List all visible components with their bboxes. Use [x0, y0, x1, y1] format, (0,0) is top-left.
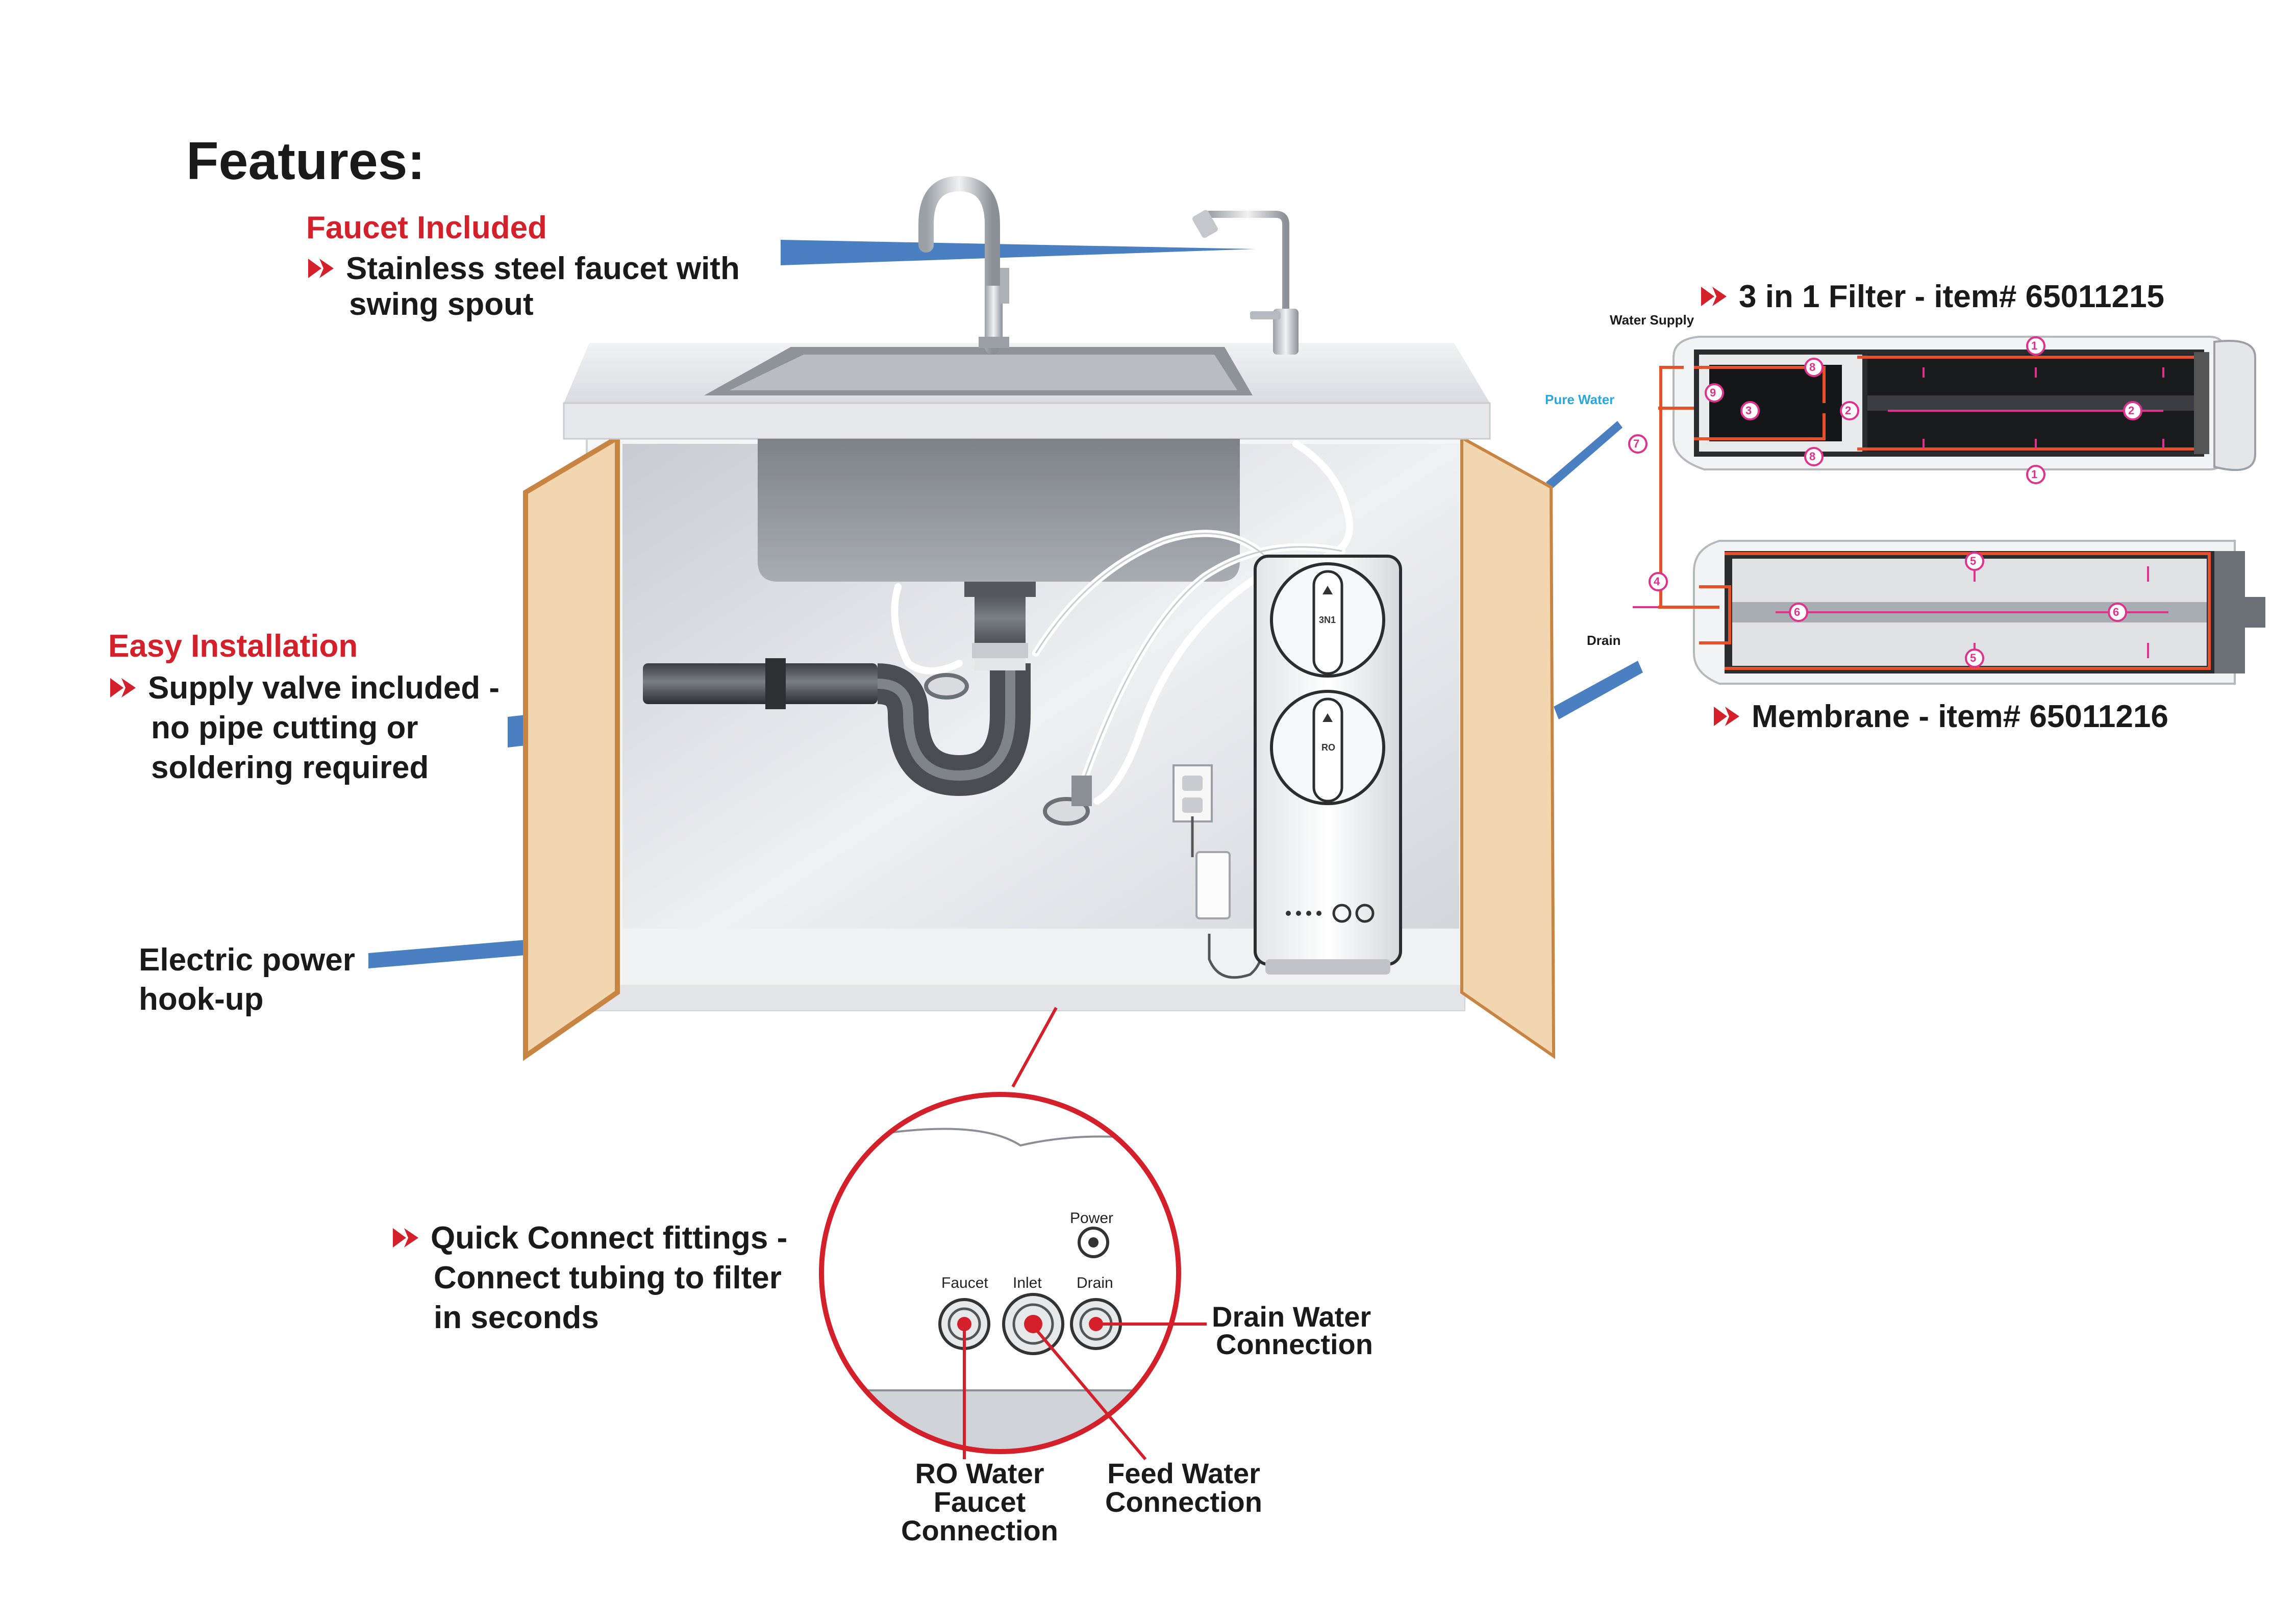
water-supply-label: Water Supply	[1610, 312, 1694, 328]
filter-label: 3 in 1 Filter - item# 65011215	[1699, 278, 2164, 315]
drain-port-label: Drain	[1077, 1275, 1113, 1291]
feed-water-line-1: Feed Water	[1107, 1457, 1260, 1489]
flow-number-1-top: 1	[2031, 339, 2038, 352]
power-line-2: hook-up	[139, 982, 264, 1017]
quick-connect-line-3: in seconds	[434, 1300, 599, 1335]
unit-ro-label: RO	[1321, 742, 1335, 753]
flow-number-8-top: 8	[1809, 361, 1816, 373]
drain-label: Drain	[1587, 633, 1621, 648]
quick-connect-line-2: Connect tubing to filter	[434, 1260, 782, 1295]
filter-pointer	[1546, 421, 1623, 489]
electrical-outlet	[1172, 764, 1213, 822]
flow-number-6-left: 6	[1794, 606, 1801, 618]
power-line-1: Electric power	[139, 942, 355, 978]
feed-water-callout: Feed Water Connection	[1087, 1459, 1281, 1516]
zoom-connector	[1011, 1007, 1058, 1088]
inlet-port-label: Inlet	[1013, 1275, 1042, 1291]
left-cabinet-door	[523, 433, 620, 1061]
drain-water-line-1: Drain Water	[1212, 1301, 1371, 1333]
flow-number-4: 4	[1654, 575, 1660, 588]
countertop	[563, 343, 1491, 440]
installation-heading: Easy Installation	[108, 629, 358, 664]
arrow-bullet-icon	[306, 256, 336, 281]
membrane-pointer	[1554, 661, 1643, 719]
faucet-line-2: swing spout	[349, 287, 534, 322]
quick-connect-line-1: Quick Connect fittings -	[391, 1219, 787, 1257]
faucet-line-1: Stainless steel faucet with	[306, 250, 740, 287]
page-title: Features:	[186, 132, 426, 191]
installation-line-1: Supply valve included -	[108, 669, 500, 707]
power-port-label: Power	[1070, 1210, 1114, 1227]
unit-3n1-label: 3N1	[1319, 615, 1336, 625]
flow-number-5-bottom: 5	[1970, 652, 1977, 664]
ro-unit	[1254, 555, 1402, 975]
arrow-bullet-icon	[1712, 704, 1741, 729]
installation-line-3: soldering required	[151, 750, 429, 785]
flow-number-2-left: 2	[1845, 404, 1852, 417]
feed-water-line-2: Connection	[1105, 1486, 1262, 1518]
flow-number-8-bottom: 8	[1809, 450, 1816, 463]
ro-faucet-line-1: RO Water	[915, 1457, 1044, 1489]
faucet-port-label: Faucet	[941, 1275, 988, 1291]
drain-water-line-2: Connection	[1216, 1328, 1373, 1360]
arrow-bullet-icon	[1699, 284, 1729, 309]
flow-number-5-top: 5	[1970, 555, 1977, 567]
faucet-heading: Faucet Included	[306, 210, 547, 245]
installation-line-2: no pipe cutting or	[151, 710, 418, 745]
filter-diagram	[1628, 336, 2256, 607]
sink-basin	[758, 439, 1240, 582]
membrane-diagram	[1633, 540, 2265, 685]
connection-detail-circle	[819, 1092, 1181, 1454]
drain-p-trap	[643, 582, 1036, 796]
membrane-label: Membrane - item# 65011216	[1712, 698, 2168, 735]
callout-leaders	[963, 1322, 1207, 1460]
right-cabinet-door	[1460, 435, 1556, 1059]
faucet-pointer	[781, 240, 1255, 265]
flow-number-1-bottom: 1	[2031, 468, 2038, 481]
ro-faucet	[1192, 210, 1299, 355]
flow-number-6-right: 6	[2113, 606, 2119, 618]
supply-valve	[924, 673, 1092, 826]
main-faucet	[918, 176, 1009, 355]
ro-faucet-line-3: Connection	[901, 1514, 1058, 1546]
ro-faucet-line-2: Faucet	[933, 1486, 1026, 1518]
power-adapter	[1195, 851, 1231, 919]
ro-faucet-callout: RO Water Faucet Connection	[878, 1459, 1082, 1545]
power-pointer	[368, 940, 526, 968]
flow-number-3: 3	[1745, 404, 1752, 417]
pure-water-label: Pure Water	[1545, 392, 1615, 407]
flow-number-7: 7	[1633, 437, 1640, 450]
flow-number-2-right: 2	[2128, 404, 2135, 417]
arrow-bullet-icon	[108, 675, 138, 701]
arrow-bullet-icon	[391, 1225, 420, 1251]
flow-number-9: 9	[1710, 386, 1716, 399]
